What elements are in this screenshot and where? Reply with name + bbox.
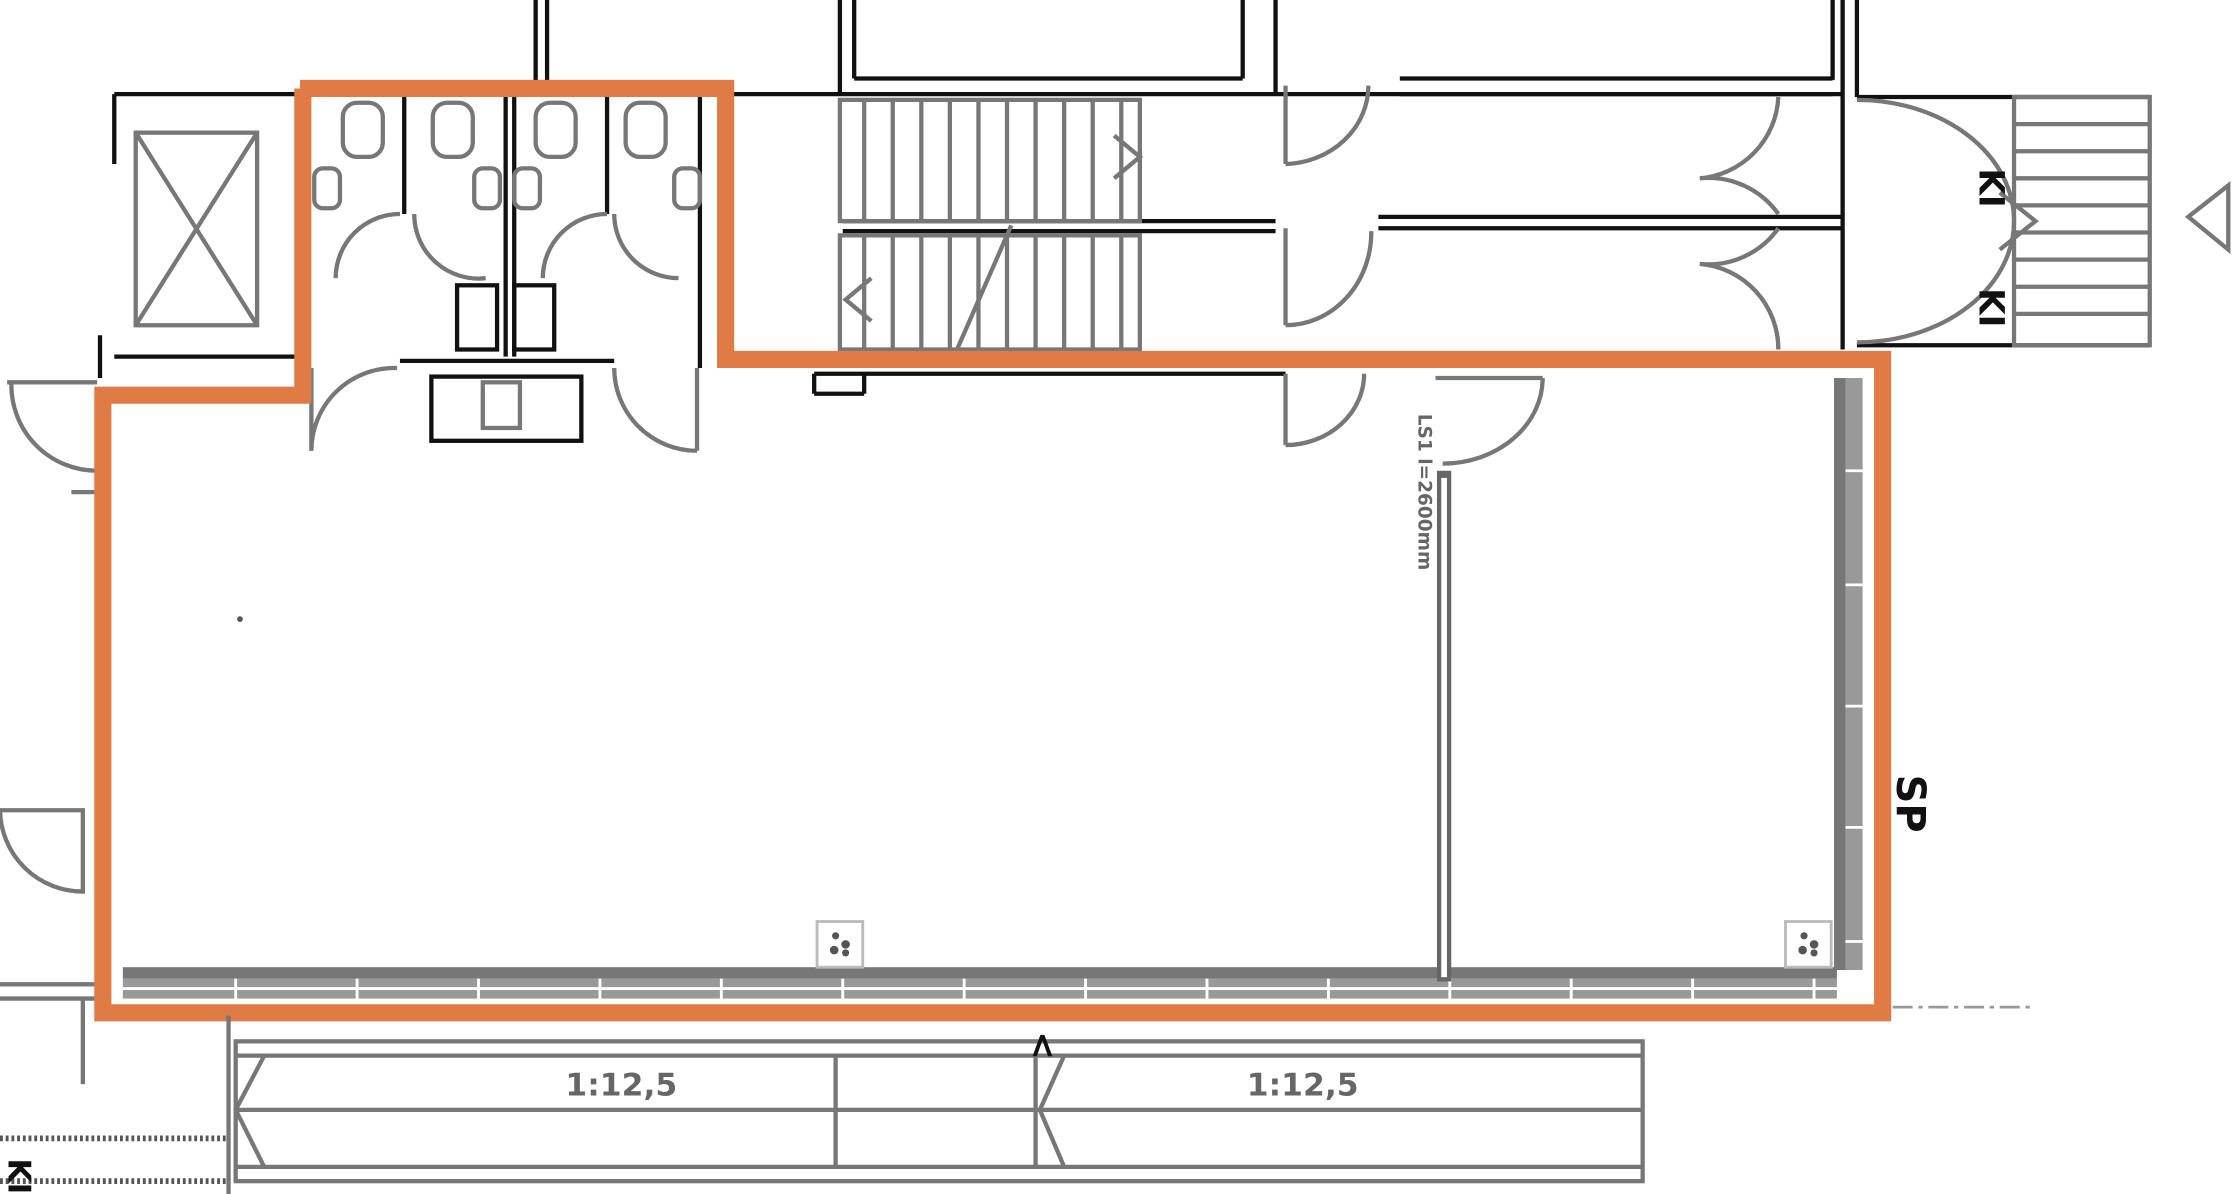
facade-label: SP — [1887, 775, 1933, 833]
floor-outlet-icon — [1784, 920, 1833, 969]
ramp — [0, 1005, 2036, 1194]
floor-outlet-icon — [815, 920, 865, 969]
direction-triangle-icon — [2184, 181, 2231, 255]
section-label-top-2: KI — [1971, 288, 2011, 327]
section-label-top-1: KI — [1971, 168, 2011, 207]
elevator-shaft — [133, 130, 260, 328]
ramp-slope-label-right: 1:12,5 — [1247, 1068, 1359, 1104]
window-band-bottom — [122, 967, 1837, 999]
entrance-marker: < — [1022, 1031, 1062, 1060]
doors — [0, 85, 1781, 1085]
section-label-bottom: KI — [1, 1158, 37, 1194]
highlighted-area-outline — [94, 79, 1892, 1022]
central-stairs — [837, 97, 1144, 352]
structural-walls — [97, 0, 2150, 396]
window-band-right — [1834, 378, 1863, 971]
right-stairs — [1856, 94, 2231, 348]
ramp-slope-label-left: 1:12,5 — [565, 1068, 677, 1104]
partition-label: LS1 l=2600mm — [1413, 414, 1434, 571]
restroom-fixtures — [309, 94, 703, 453]
